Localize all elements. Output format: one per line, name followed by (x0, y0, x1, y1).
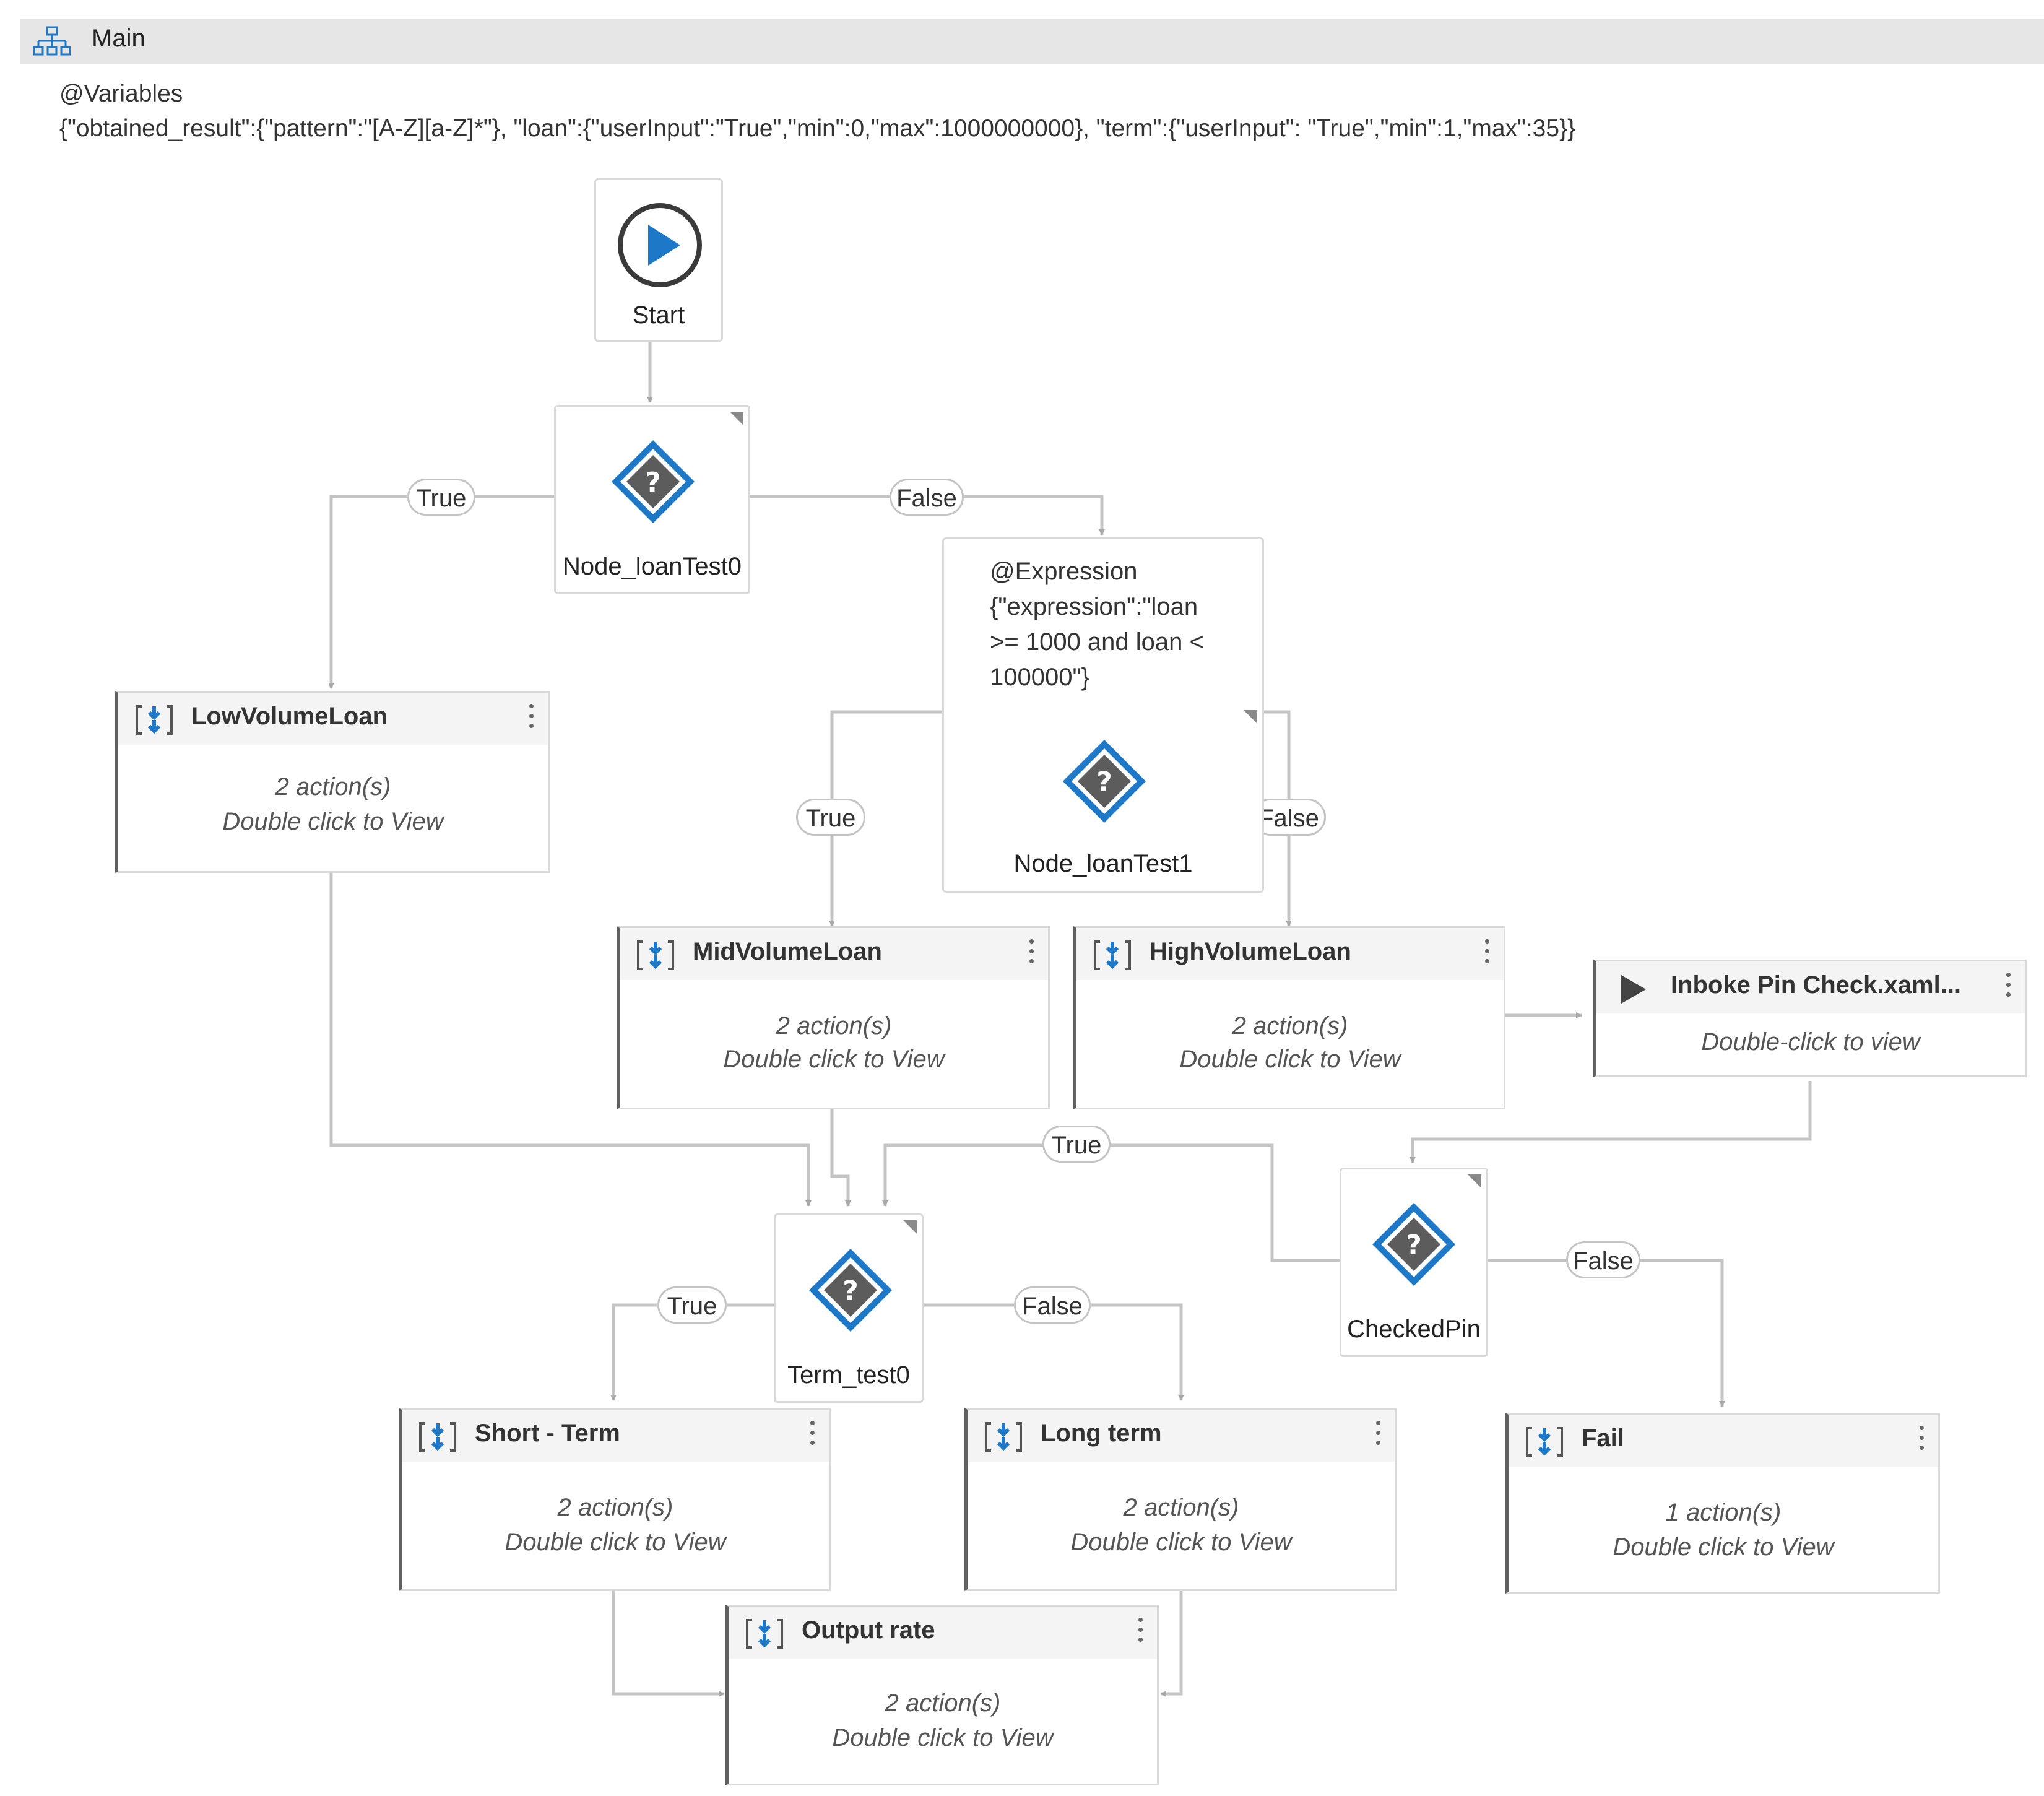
variables-json: {"obtained_result":{"pattern":"[A-Z][a-Z… (59, 115, 1576, 142)
sequence-icon (136, 705, 173, 735)
sequence-title: Fail (1582, 1425, 1624, 1452)
sequence-icon (419, 1422, 456, 1452)
view-hint: Double-click to view (1701, 1028, 1920, 1056)
view-hint: Double click to View (505, 1529, 726, 1556)
more-options-icon[interactable] (529, 704, 534, 734)
sequence-short-term[interactable]: Short - Term 2 action(s) Double click to… (399, 1408, 831, 1591)
action-count: 2 action(s) (1232, 1012, 1348, 1039)
more-options-icon[interactable] (1029, 939, 1034, 969)
more-options-icon[interactable] (810, 1421, 815, 1451)
decision-question-icon: ? (1063, 740, 1146, 823)
decision-node-term-test0[interactable]: ? Term_test0 (774, 1213, 924, 1403)
edge-label-loanTest1-false: False (1252, 799, 1326, 836)
action-count: 2 action(s) (557, 1494, 673, 1521)
more-options-icon[interactable] (1138, 1618, 1143, 1647)
sequence-high-volume-loan[interactable]: HighVolumeLoan 2 action(s) Double click … (1073, 926, 1505, 1109)
expand-corner-icon (1468, 1174, 1481, 1188)
more-options-icon[interactable] (1376, 1421, 1381, 1451)
expand-corner-icon (1244, 710, 1257, 724)
decision-label: CheckedPin (1347, 1316, 1481, 1343)
sequence-long-term[interactable]: Long term 2 action(s) Double click to Vi… (964, 1408, 1397, 1591)
sequence-title: Short - Term (475, 1420, 620, 1447)
decision-label: Node_loanTest1 (1013, 850, 1193, 877)
more-options-icon[interactable] (1920, 1426, 1925, 1455)
decision-node-loanTest1[interactable]: @Expression {"expression":"loan >= 1000 … (942, 537, 1264, 893)
view-hint: Double click to View (723, 1046, 945, 1073)
sequence-output-rate[interactable]: Output rate 2 action(s) Double click to … (725, 1605, 1159, 1785)
edge-label-loanTest1-true: True (796, 799, 865, 836)
decision-question-icon: ? (809, 1249, 892, 1332)
invoke-workflow-pin-check[interactable]: Inboke Pin Check.xaml... Double-click to… (1593, 960, 2027, 1077)
sequence-icon (1526, 1427, 1563, 1457)
expand-corner-icon (730, 412, 743, 425)
more-options-icon[interactable] (2006, 973, 2011, 1002)
action-count: 2 action(s) (885, 1690, 1001, 1717)
action-count: 1 action(s) (1665, 1499, 1782, 1526)
action-count: 2 action(s) (275, 773, 391, 800)
expand-corner-icon (903, 1220, 917, 1234)
sequence-title: Output rate (802, 1616, 935, 1644)
sequence-fail[interactable]: Fail 1 action(s) Double click to View (1505, 1413, 1940, 1594)
edge-label-checkedPin-true: True (1042, 1126, 1111, 1163)
svg-text:?: ? (1406, 1230, 1422, 1261)
more-options-icon[interactable] (1485, 939, 1490, 969)
sequence-icon (1094, 940, 1131, 970)
play-icon (618, 203, 702, 287)
edge-label-term-true: True (657, 1286, 727, 1324)
play-triangle-icon (1621, 975, 1646, 1004)
sequence-icon (985, 1422, 1022, 1452)
expression-line-3: >= 1000 and loan < (990, 628, 1204, 656)
expression-line-2: {"expression":"loan (990, 593, 1198, 620)
edge-label-loanTest0-true: True (407, 479, 475, 516)
sequence-title: MidVolumeLoan (693, 938, 882, 965)
decision-node-loanTest0[interactable]: ? Node_loanTest0 (554, 405, 750, 594)
view-hint: Double click to View (222, 808, 444, 835)
action-count: 2 action(s) (1123, 1494, 1239, 1521)
edge-label-checkedPin-false: False (1566, 1241, 1640, 1278)
sequence-mid-volume-loan[interactable]: MidVolumeLoan 2 action(s) Double click t… (617, 926, 1050, 1109)
action-count: 2 action(s) (776, 1012, 892, 1039)
expression-line-4: 100000"} (990, 664, 1090, 691)
sequence-low-volume-loan[interactable]: LowVolumeLoan 2 action(s) Double click t… (115, 691, 550, 873)
start-node[interactable]: Start (594, 178, 723, 342)
flowchart-tree-icon (33, 26, 71, 56)
decision-node-checkedPin[interactable]: ? CheckedPin (1340, 1168, 1488, 1357)
variables-heading: @Variables (59, 80, 183, 107)
expression-line-1: @Expression (990, 558, 1138, 585)
decision-question-icon: ? (1372, 1203, 1455, 1286)
view-hint: Double click to View (1179, 1046, 1401, 1073)
workflow-title: Main (92, 25, 145, 52)
start-label: Start (632, 302, 685, 329)
view-hint: Double click to View (1613, 1534, 1834, 1561)
sequence-title: LowVolumeLoan (191, 703, 388, 730)
edge-label-loanTest0-false: False (890, 479, 964, 516)
sequence-icon (637, 940, 674, 970)
view-hint: Double click to View (1070, 1529, 1292, 1556)
svg-text:?: ? (1096, 766, 1112, 798)
decision-label: Node_loanTest0 (562, 553, 742, 580)
sequence-title: HighVolumeLoan (1150, 938, 1351, 965)
invoke-title: Inboke Pin Check.xaml... (1671, 971, 1962, 999)
svg-text:?: ? (645, 467, 661, 498)
sequence-title: Long term (1041, 1420, 1162, 1447)
view-hint: Double click to View (832, 1724, 1054, 1751)
sequence-icon (746, 1619, 783, 1649)
decision-question-icon: ? (612, 440, 695, 523)
svg-text:?: ? (842, 1275, 859, 1307)
edge-label-term-false: False (1014, 1286, 1091, 1324)
decision-label: Term_test0 (787, 1361, 910, 1389)
designer-header: Main (20, 19, 2044, 64)
